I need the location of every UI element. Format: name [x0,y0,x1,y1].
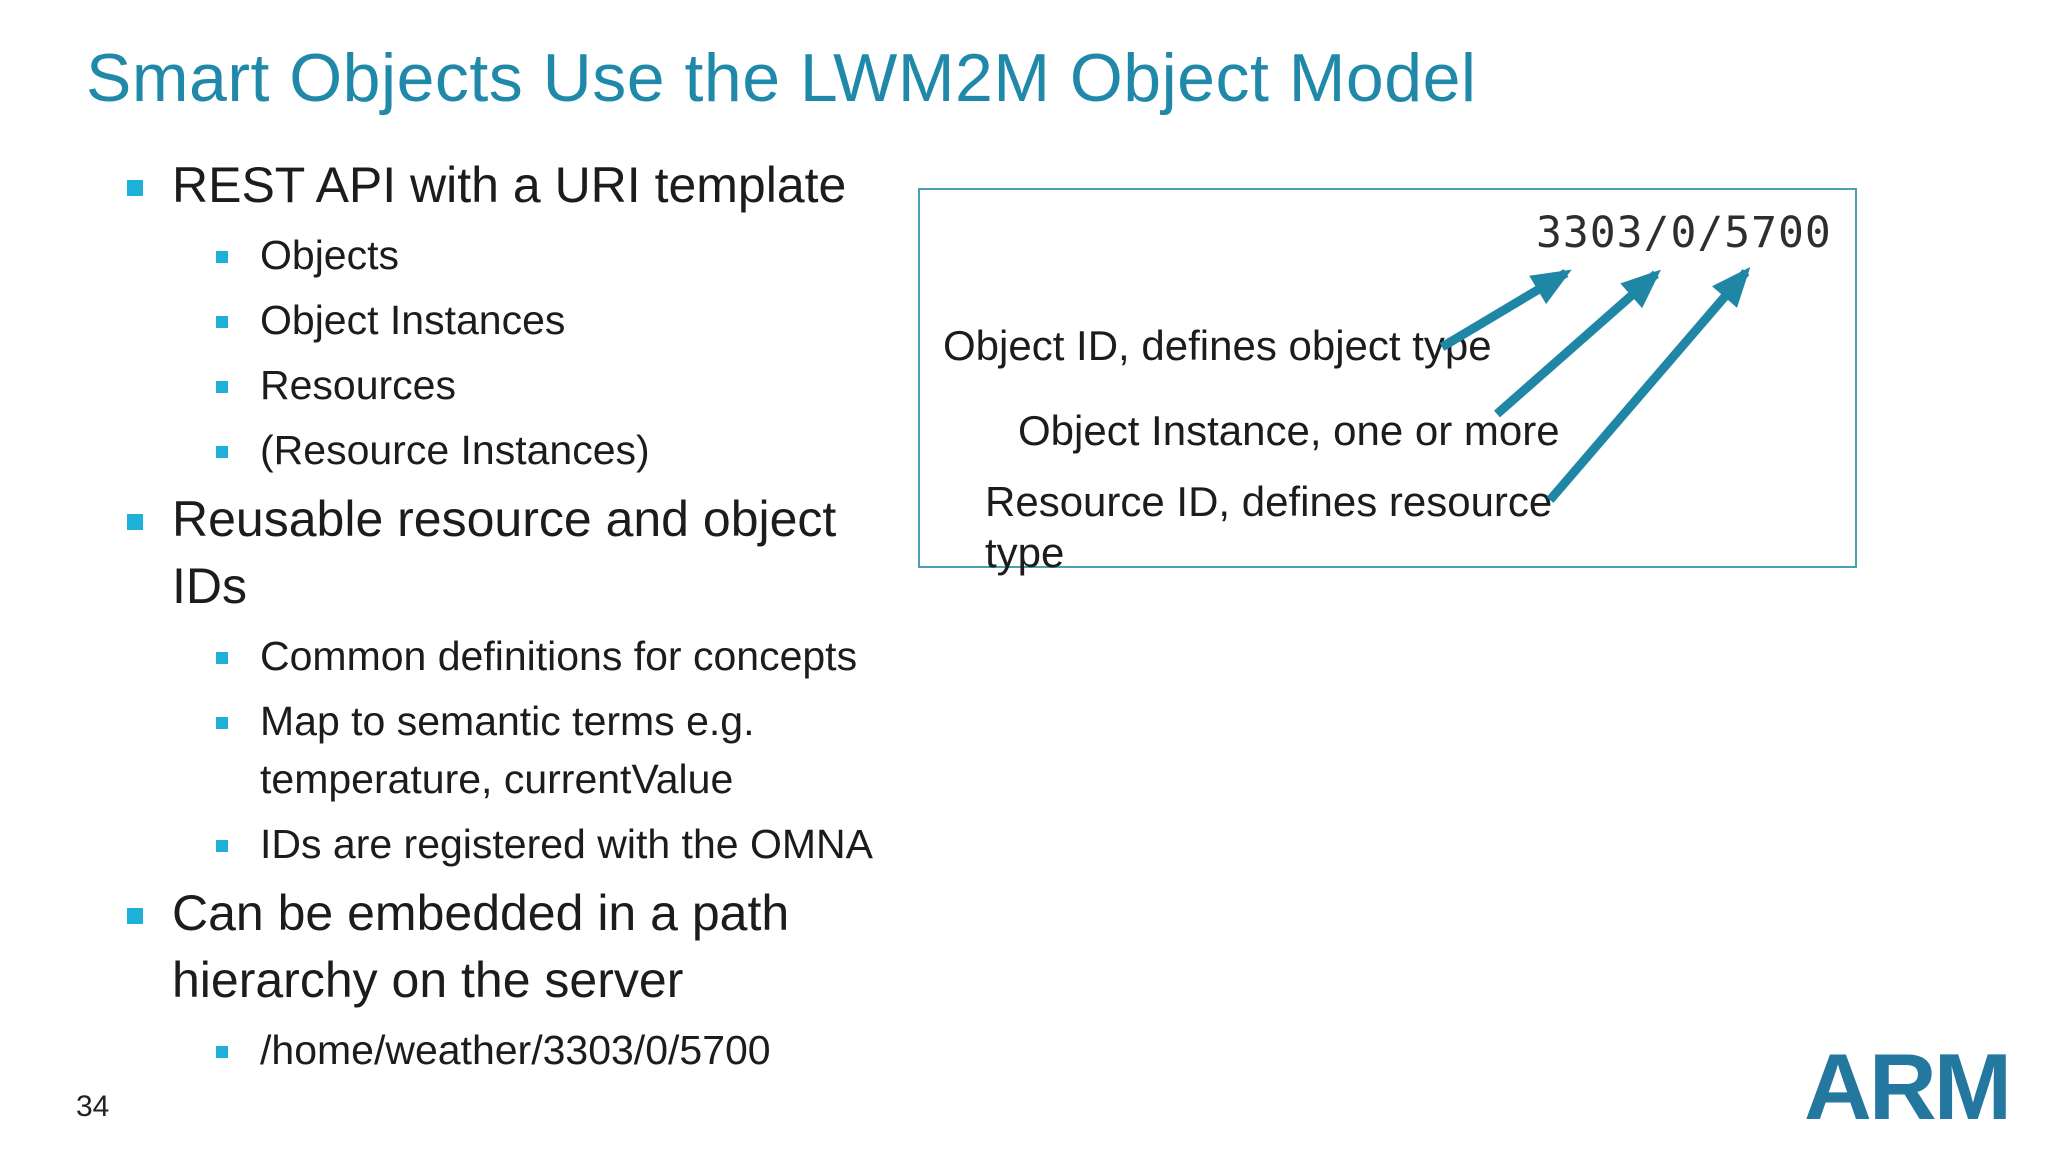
arm-logo: ARM [1804,1034,2012,1139]
bullet-square-icon [216,381,228,393]
bullet-text: (Resource Instances) [260,427,650,473]
bullet-square-icon [216,316,228,328]
bullet-item: Objects [120,226,880,284]
bullet-text: /home/weather/3303/0/5700 [260,1027,771,1073]
bullet-text: Objects [260,232,399,278]
bullet-item: Reusable resource and object IDs [120,486,880,620]
bullet-square-icon [216,251,228,263]
bullet-square-icon [216,840,228,852]
bullet-text: Reusable resource and object IDs [172,491,837,614]
bullet-square-icon [216,717,228,729]
bullet-text: Map to semantic terms e.g. temperature, … [260,698,755,802]
page-title: Smart Objects Use the LWM2M Object Model [86,40,1477,116]
bullet-square-icon [127,908,143,924]
bullet-text: Object Instances [260,297,566,343]
bullet-text: IDs are registered with the OMNA [260,821,873,867]
bullet-text: REST API with a URI template [172,157,847,213]
bullet-item: IDs are registered with the OMNA [120,815,880,873]
bullet-item: /home/weather/3303/0/5700 [120,1021,880,1079]
bullet-item: Map to semantic terms e.g. temperature, … [120,692,880,808]
bullet-square-icon [127,180,143,196]
bullet-item: Can be embedded in a path hierarchy on t… [120,880,880,1014]
bullet-item: REST API with a URI template [120,152,880,219]
bullet-square-icon [216,1046,228,1058]
bullet-item: Object Instances [120,291,880,349]
bullet-square-icon [127,514,143,530]
bullet-item: Resources [120,356,880,414]
bullet-item: (Resource Instances) [120,421,880,479]
bullet-text: Resources [260,362,456,408]
diagram-label-resource-id: Resource ID, defines resource type [985,478,1553,576]
bullet-square-icon [216,446,228,458]
diagram-label-object-instance: Object Instance, one or more [1018,407,1560,454]
uri-example-text: 3303/0/5700 [1536,208,1832,258]
bullet-text: Common definitions for concepts [260,633,858,679]
bullet-square-icon [216,652,228,664]
page-number: 34 [76,1090,110,1123]
bullet-text: Can be embedded in a path hierarchy on t… [172,885,790,1008]
bullet-item: Common definitions for concepts [120,627,880,685]
diagram-label-object-id: Object ID, defines object type [943,322,1492,369]
